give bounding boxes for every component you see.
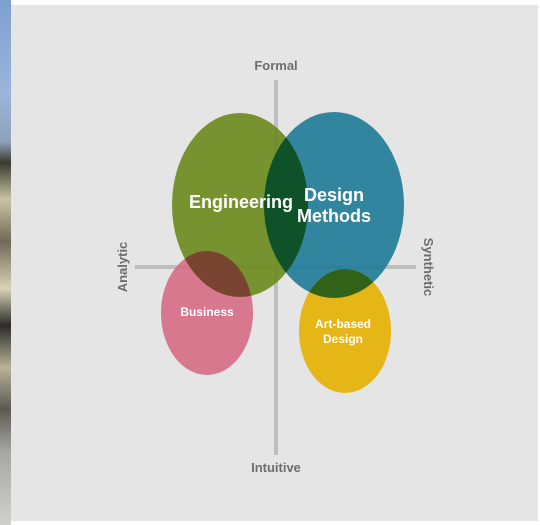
engineering-label: Engineering bbox=[189, 192, 293, 212]
axis-label-intuitive: Intuitive bbox=[251, 460, 301, 475]
art-based-label-line1: Art-based bbox=[315, 317, 371, 331]
art-based-label-line2: Design bbox=[323, 332, 363, 346]
axis-label-analytic: Analytic bbox=[115, 242, 130, 293]
design-label-line1: Design bbox=[304, 185, 364, 205]
art-based-design-circle bbox=[299, 269, 391, 393]
axis-label-formal: Formal bbox=[254, 58, 297, 73]
business-label: Business bbox=[180, 305, 234, 319]
background-photo-strip bbox=[0, 0, 11, 525]
design-methods-circle bbox=[264, 112, 404, 298]
axis-label-synthetic: Synthetic bbox=[421, 238, 436, 297]
design-label-line2: Methods bbox=[297, 206, 371, 226]
